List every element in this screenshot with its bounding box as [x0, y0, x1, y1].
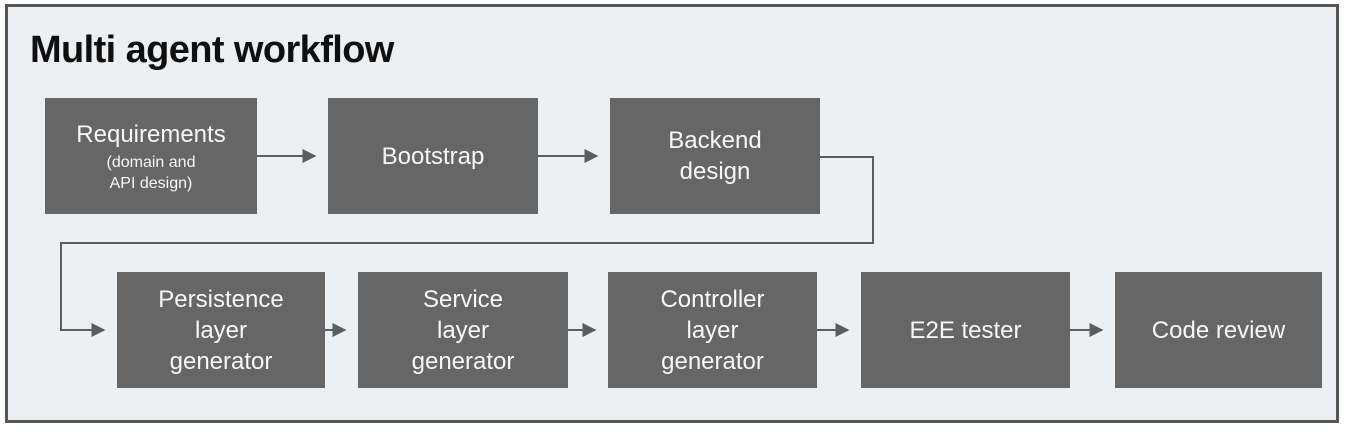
node-label: generator: [169, 347, 273, 375]
node-label: Code review: [1151, 316, 1286, 344]
node-label: Requirements: [76, 120, 226, 148]
node-backend-design[interactable]: Backend design: [610, 98, 820, 214]
node-code-review[interactable]: Code review: [1115, 272, 1322, 388]
node-label: Service: [422, 285, 504, 313]
node-label: Bootstrap: [381, 142, 485, 170]
node-label: Controller: [660, 285, 765, 313]
node-service-layer-generator[interactable]: Service layer generator: [358, 272, 568, 388]
node-requirements[interactable]: Requirements (domain and API design): [45, 98, 257, 214]
node-label: Persistence: [158, 285, 284, 313]
diagram-title: Multi agent workflow: [30, 29, 394, 71]
node-bootstrap[interactable]: Bootstrap: [328, 98, 538, 214]
node-e2e-tester[interactable]: E2E tester: [861, 272, 1070, 388]
node-label: layer: [686, 316, 739, 344]
node-label: generator: [411, 347, 515, 375]
node-label: design: [679, 158, 751, 185]
node-persistence-layer-generator[interactable]: Persistence layer generator: [117, 272, 325, 388]
node-sublabel: (domain and API design): [106, 153, 196, 192]
node-controller-layer-generator[interactable]: Controller layer generator: [608, 272, 817, 388]
node-label: layer: [436, 316, 490, 344]
node-label: generator: [661, 347, 764, 375]
node-label: E2E tester: [909, 316, 1022, 344]
node-label: layer: [194, 316, 248, 344]
node-label: Backend: [668, 127, 762, 154]
